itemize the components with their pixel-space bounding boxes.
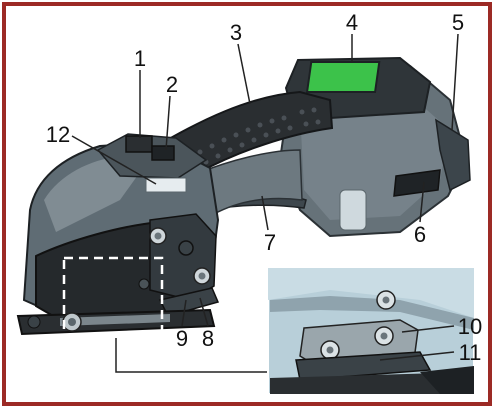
- callout-1: 1: [134, 46, 146, 71]
- tool-body: [16, 56, 471, 336]
- callout-4: 4: [346, 10, 358, 35]
- detail-inset: [267, 267, 475, 395]
- rear-clip: [435, 118, 471, 192]
- detail-connector: [115, 338, 270, 373]
- inset-jaw: [295, 351, 432, 381]
- label-plate: [145, 177, 187, 193]
- detail-highlight-box: [62, 256, 164, 340]
- screws: [138, 227, 211, 290]
- callout-8: 8: [202, 326, 214, 351]
- button-2: [151, 145, 175, 161]
- callout-7: 7: [264, 230, 276, 255]
- callout-3: 3: [230, 20, 242, 45]
- callout-2: 2: [166, 72, 178, 97]
- grip-dots: [197, 107, 321, 165]
- button-1: [125, 135, 153, 153]
- side-slot: [393, 169, 441, 197]
- neck: [194, 149, 303, 216]
- callout-10: 10: [458, 314, 482, 339]
- side-label: [339, 189, 367, 231]
- display-screen: [305, 61, 381, 93]
- callout-6: 6: [414, 222, 426, 247]
- callout-12: 12: [46, 122, 70, 147]
- callout-11: 11: [459, 340, 482, 365]
- callout-labels: 1 2 3 4 5 6 7 8 9 10 11 12: [46, 10, 482, 365]
- callout-5: 5: [452, 10, 464, 35]
- leader-lines: [71, 33, 459, 361]
- callout-9: 9: [176, 326, 188, 351]
